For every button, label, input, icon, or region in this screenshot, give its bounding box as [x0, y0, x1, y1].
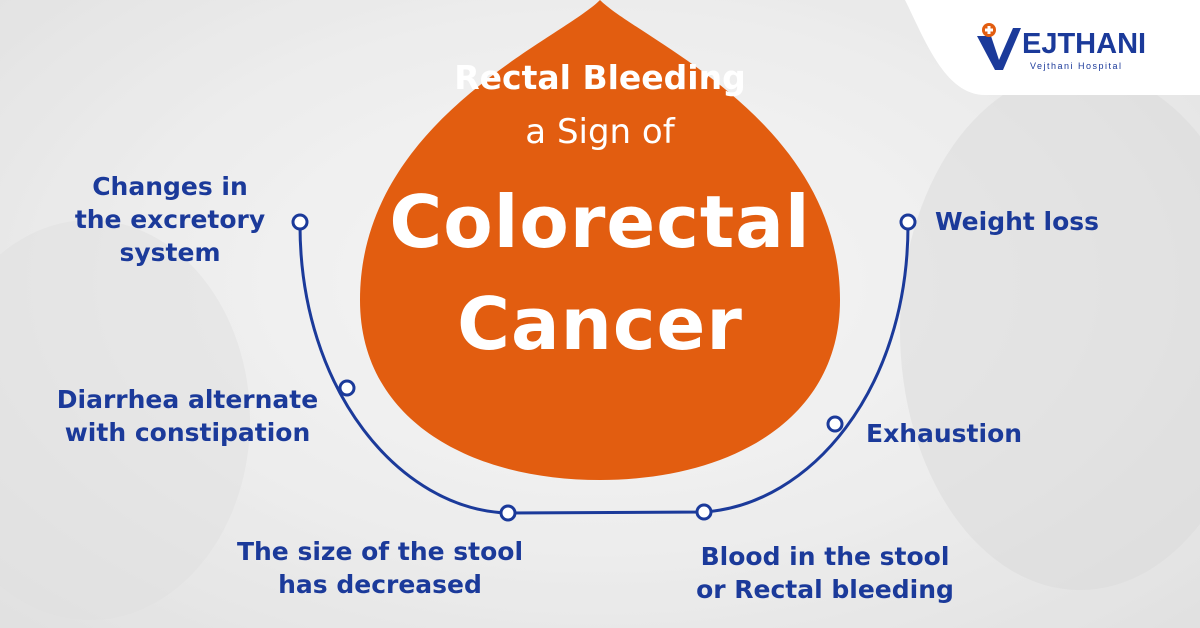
- symptom-label-exhaustion: Exhaustion: [866, 419, 1023, 448]
- node-changes: [291, 213, 309, 231]
- node-diarrhea: [338, 379, 356, 397]
- title-line-4: Cancer: [457, 282, 743, 366]
- logo-card: [905, 0, 1200, 95]
- logo-name: EJTHANI: [1022, 28, 1147, 60]
- node-exhaustion: [826, 415, 844, 433]
- title-line-1: Rectal Bleeding: [454, 58, 746, 97]
- symptom-label-stool-size: The size of the stool has decreased: [236, 537, 524, 599]
- node-stool: [499, 504, 517, 522]
- title-line-2: a Sign of: [525, 112, 675, 152]
- node-weight: [899, 213, 917, 231]
- node-blood: [695, 503, 713, 521]
- logo-subtitle: Vejthani Hospital: [1030, 61, 1123, 71]
- medical-cross-icon: [977, 23, 1021, 70]
- symptom-label-diarrhea: Diarrhea alternate with constipation: [56, 385, 319, 447]
- symptom-label-changes: Changes in the excretory system: [74, 172, 266, 267]
- title-line-3: Colorectal: [389, 180, 811, 264]
- symptom-label-blood: Blood in the stool or Rectal bleeding: [696, 542, 954, 604]
- symptom-label-weight-loss: Weight loss: [935, 207, 1100, 236]
